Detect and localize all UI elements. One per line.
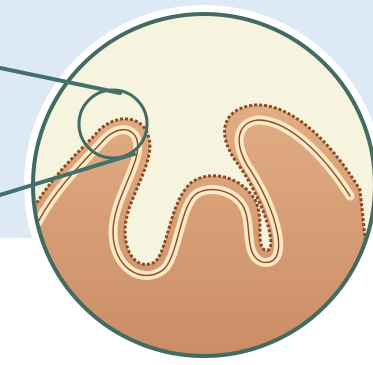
intestinal-villi-diagram — [0, 0, 373, 365]
